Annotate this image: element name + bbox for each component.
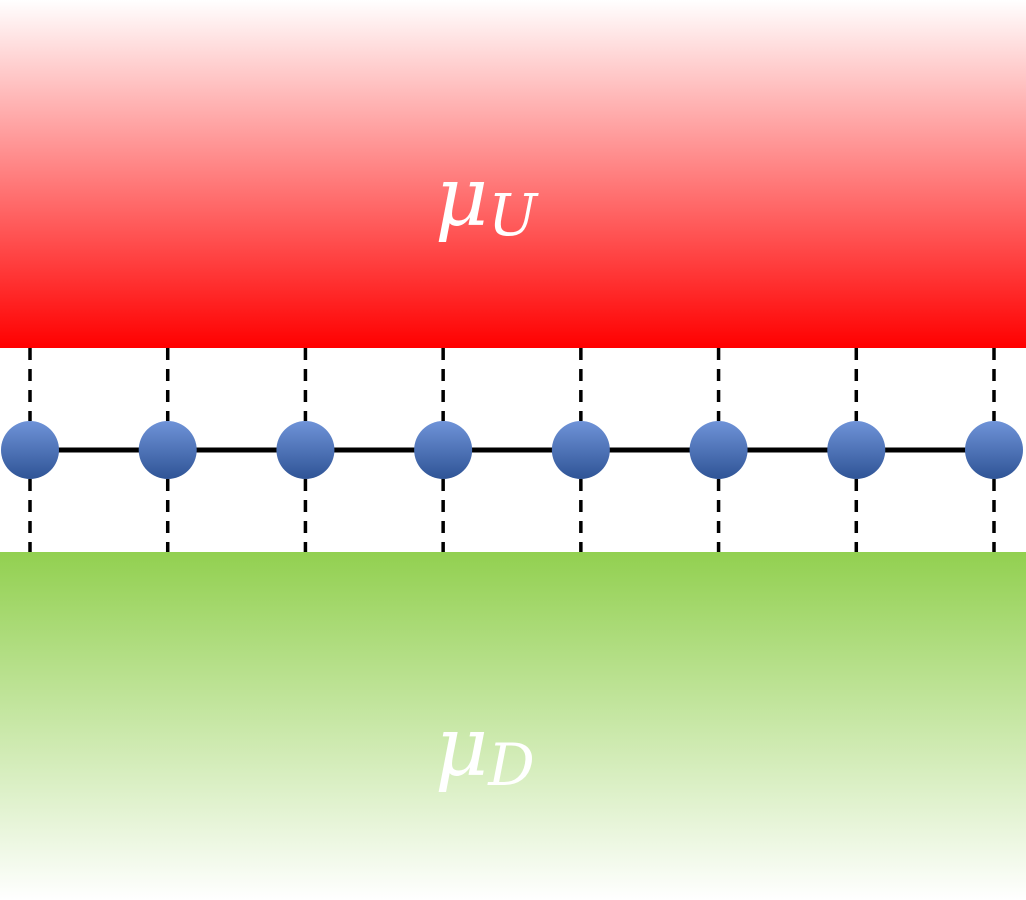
- lower-reservoir: [0, 552, 1026, 900]
- chain-site: [414, 421, 473, 479]
- lower-subscript: D: [487, 731, 535, 799]
- upper-reservoir: [0, 0, 1026, 348]
- chain-site: [689, 421, 748, 479]
- chain-site: [827, 421, 886, 479]
- chain-site: [1, 421, 59, 479]
- upper-reservoir-label: μU: [435, 150, 539, 249]
- upper-mu-symbol: μ: [435, 150, 488, 245]
- lower-mu-symbol: μ: [435, 700, 488, 795]
- chain-site: [551, 421, 610, 479]
- chain-site: [965, 421, 1023, 479]
- upper-subscript: U: [488, 181, 539, 249]
- chain-site: [276, 421, 335, 479]
- chain-site: [138, 421, 197, 479]
- lower-reservoir-label: μD: [435, 700, 535, 799]
- chain-sites: [1, 421, 1023, 479]
